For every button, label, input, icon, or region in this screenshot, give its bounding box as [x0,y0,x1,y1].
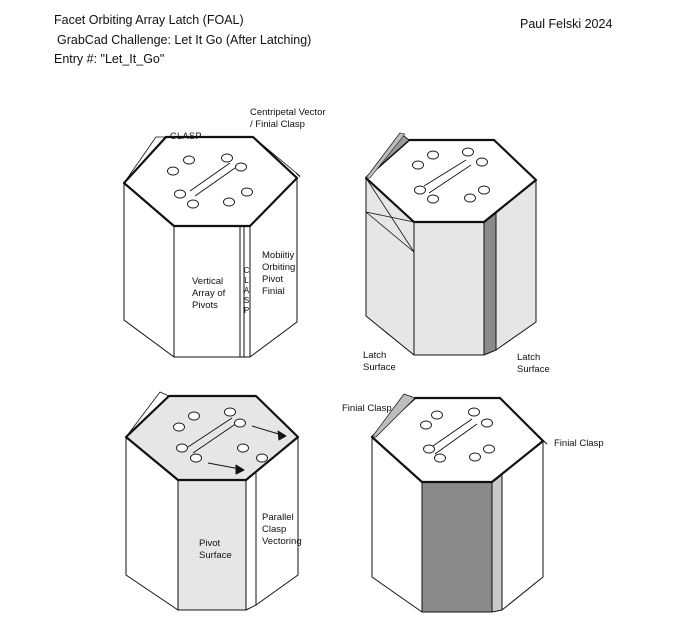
tl-pivot-hole [187,199,199,209]
tl-pivot-hole [241,187,253,197]
tl-clasp-bracket [123,136,166,184]
centripetal-vector-label: Centripetal Vector [250,107,326,118]
tr-front-face [413,221,485,356]
finial-clasp-left-label: Finial Clasp [342,403,392,414]
pivot-surface-label: Pivot Surface [199,538,232,561]
clasp-vertical-label: C L A S P [243,266,250,315]
latch-surface-left-label: Latch Surface [363,350,396,373]
bl-vector-arrow [251,425,283,436]
finial-clasp-right-label: Finial Clasp [554,438,604,449]
diagram-subtitle: GrabCad Challenge: Let It Go (After Latc… [57,33,312,47]
parallel-clasp-vectoring-label: Parallel Clasp Vectoring [262,512,302,547]
tl-pivot-hole [183,155,195,165]
arrow-head-icon [277,430,287,441]
prism-top-right [364,132,538,356]
entry-label: Entry #: "Let_It_Go" [54,52,165,66]
tl-pivot-hole [221,153,233,163]
bl-vector-arrow [207,462,241,470]
arrow-head-icon [235,464,245,475]
clasp-label: CLASP [170,131,203,141]
tl-pivot-hole [223,197,235,207]
tr-dark-strip [483,211,497,356]
tl-pivot-hole [235,162,247,172]
tl-pivot-hole [174,189,186,199]
prism-top-left [122,135,301,358]
author-label: Paul Felski 2024 [520,17,613,31]
prism-bottom-right [370,393,548,613]
latch-surface-right-label: Latch Surface [517,352,550,375]
mobility-label: Mobiitiy Orbiting Pivot Finial [262,250,296,297]
finial-clasp-label: / Finial Clasp [250,119,305,130]
diagram-title: Facet Orbiting Array Latch (FOAL) [54,13,244,27]
prism-bottom-left [124,391,300,611]
vertical-array-label: Vertical Array of Pivots [192,276,226,311]
br-dark-face [421,481,493,613]
tl-pivot-hole [167,166,179,176]
